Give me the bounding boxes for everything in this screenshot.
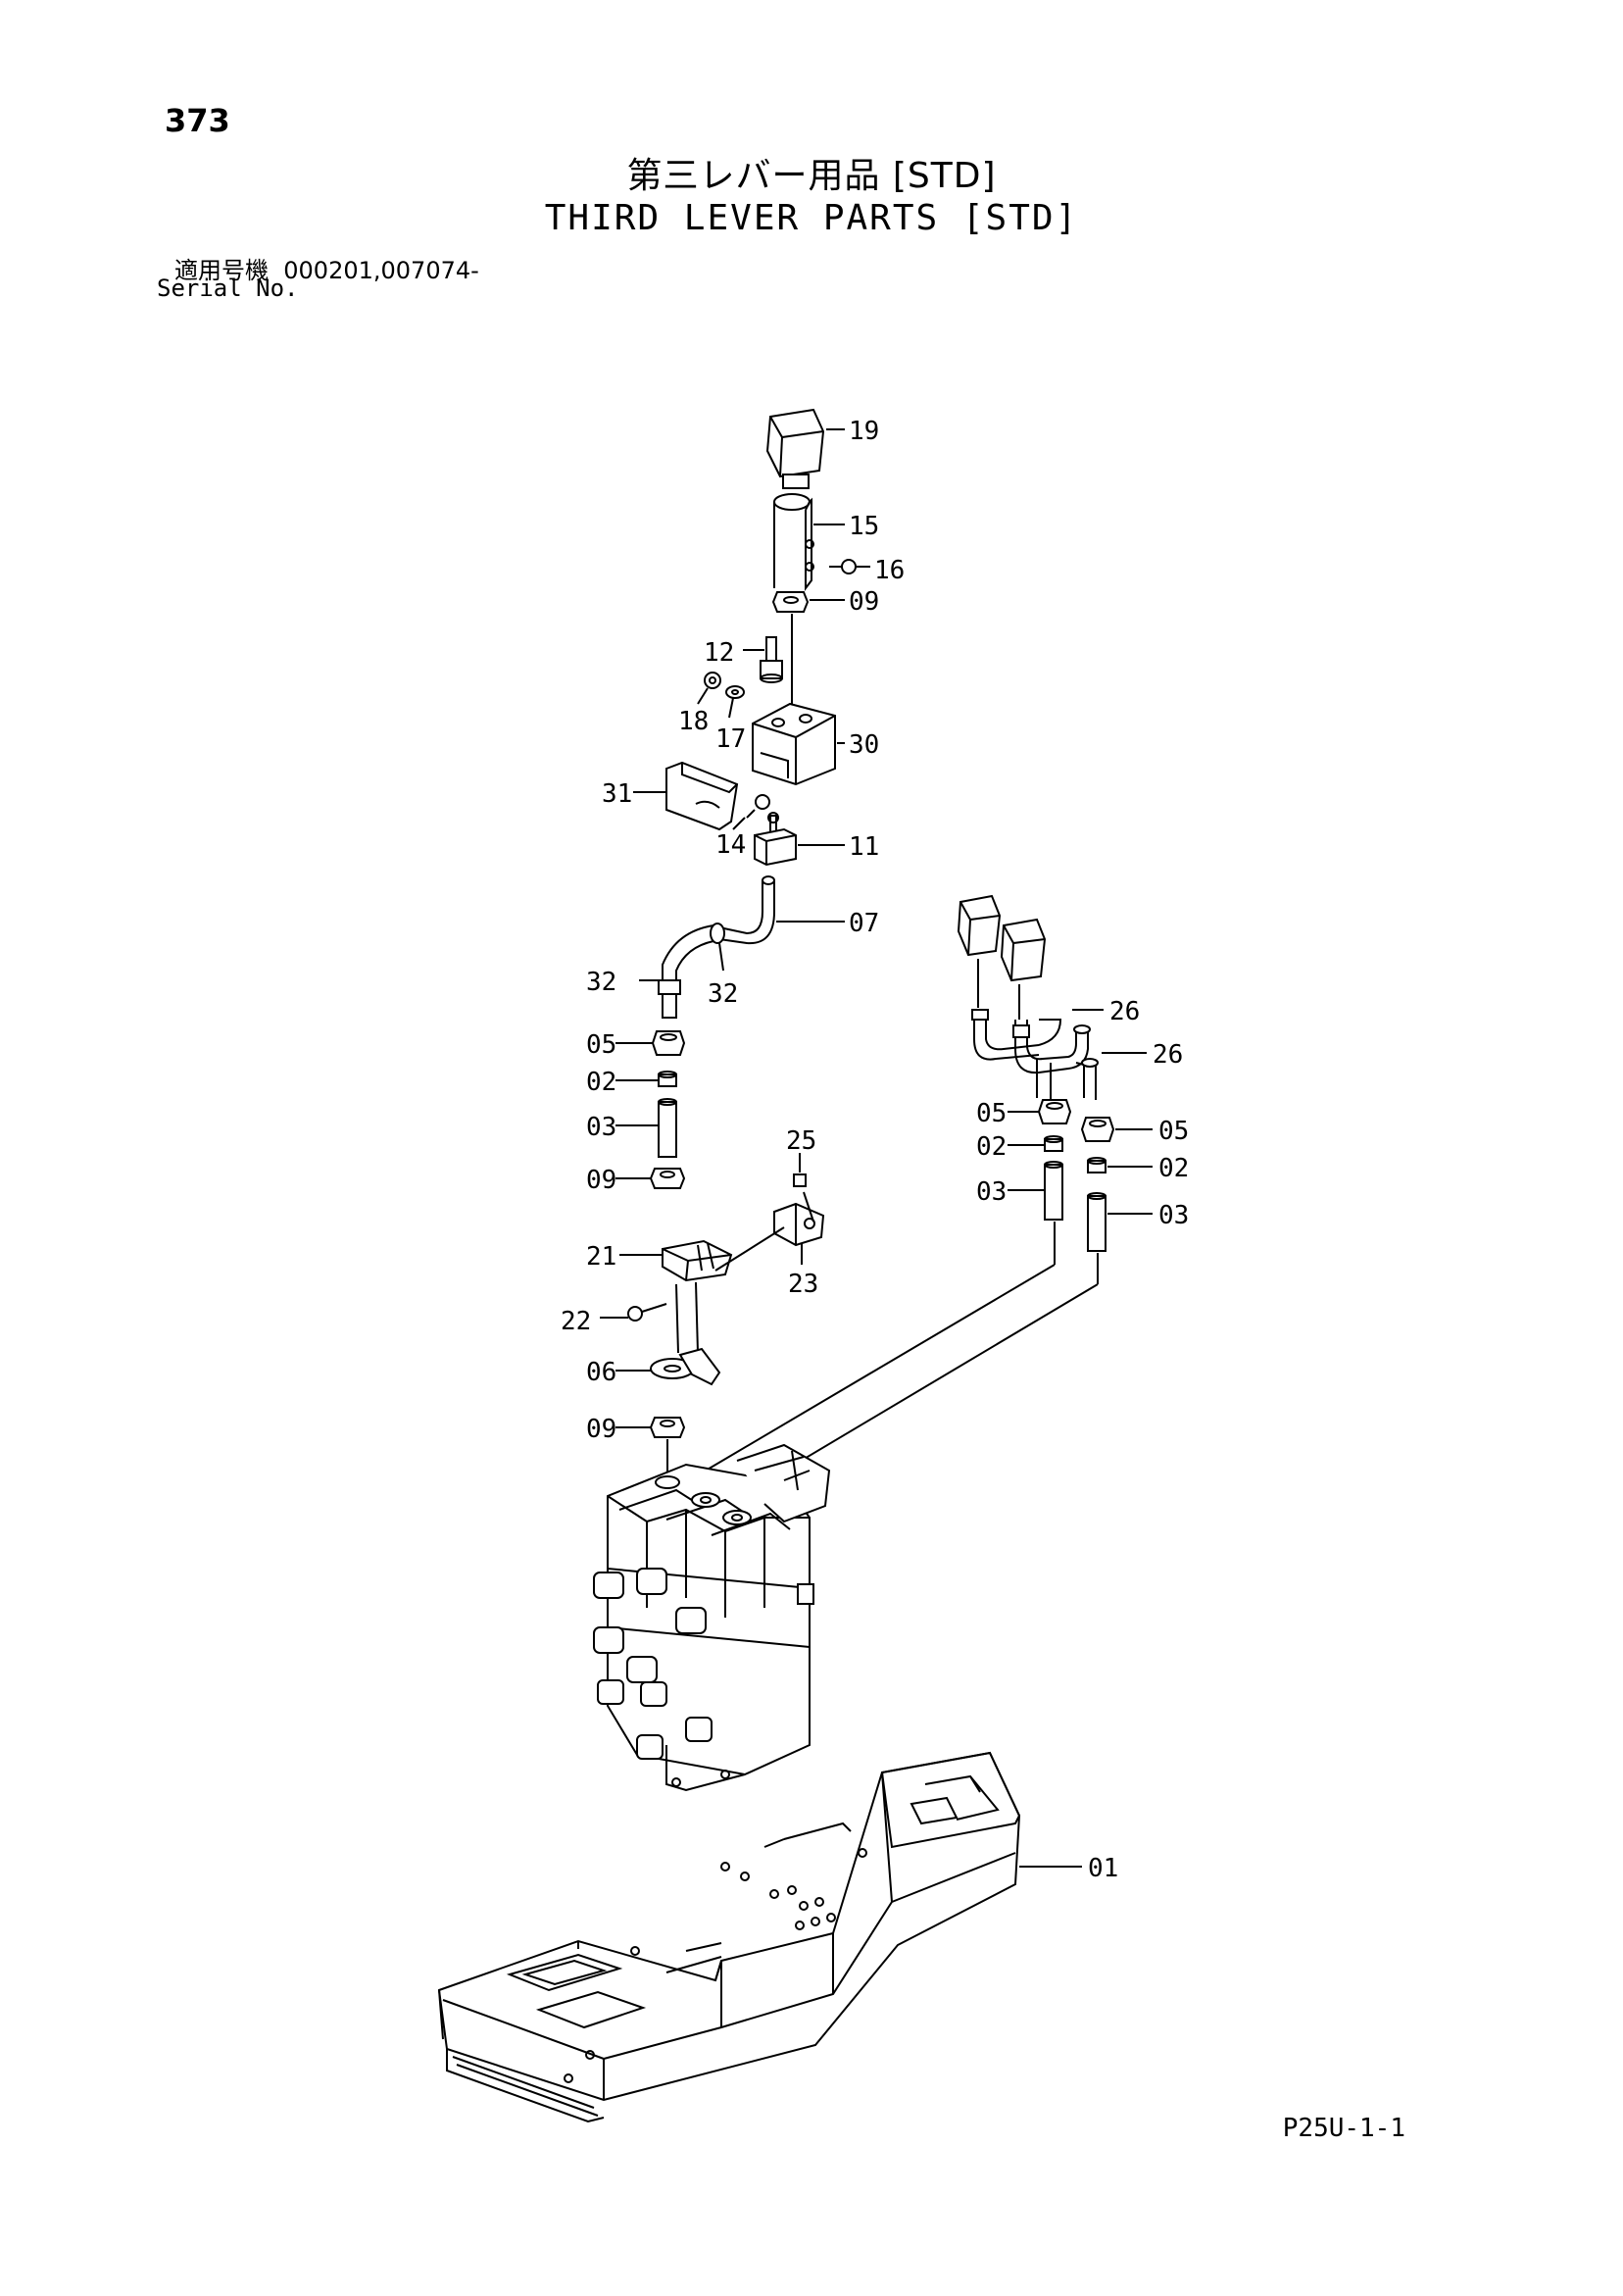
part-05-nut-right-b-drawing bbox=[1080, 1117, 1115, 1142]
part-09-nut-bottom-drawing bbox=[649, 1417, 686, 1438]
serial-values: 000201,007074- bbox=[283, 257, 479, 284]
part-30-block-drawing bbox=[752, 702, 836, 786]
callout-16: 16 bbox=[874, 556, 905, 585]
part-06-plate-drawing bbox=[650, 1347, 721, 1386]
callout-02-right-b: 02 bbox=[1158, 1154, 1189, 1183]
page-title-english: THIRD LEVER PARTS [STD] bbox=[544, 198, 1079, 238]
part-05-nut-left-drawing bbox=[651, 1030, 686, 1056]
callout-02-right-a: 02 bbox=[976, 1132, 1007, 1162]
part-23-bracket-drawing bbox=[773, 1191, 825, 1247]
part-09-nut-drawing bbox=[771, 591, 810, 613]
part-05-nut-right-a-drawing bbox=[1037, 1099, 1072, 1124]
callout-26-upper: 26 bbox=[1109, 997, 1140, 1026]
callout-03-left: 03 bbox=[586, 1113, 616, 1142]
part-31-cover-drawing bbox=[665, 761, 739, 831]
callout-32-left: 32 bbox=[586, 968, 616, 997]
callout-23: 23 bbox=[788, 1270, 818, 1299]
part-07-lever-rod-drawing bbox=[658, 875, 775, 1019]
part-11-switch-drawing bbox=[754, 812, 797, 867]
serial-label-japanese: 適用号機 bbox=[174, 257, 269, 284]
callout-03-right-a: 03 bbox=[976, 1177, 1007, 1207]
callout-15: 15 bbox=[849, 512, 879, 541]
callout-11: 11 bbox=[849, 832, 879, 862]
callout-01: 01 bbox=[1088, 1854, 1118, 1883]
part-17-washer-drawing bbox=[725, 685, 745, 699]
part-03-sleeve-right-a-drawing bbox=[1044, 1161, 1063, 1221]
callout-22: 22 bbox=[561, 1307, 591, 1336]
callout-12: 12 bbox=[704, 638, 734, 668]
callout-05-left: 05 bbox=[586, 1030, 616, 1060]
part-12-pin-drawing bbox=[760, 636, 783, 683]
part-02-ring-right-a-drawing bbox=[1044, 1135, 1063, 1152]
callout-02-left: 02 bbox=[586, 1068, 616, 1097]
callout-09-middle: 09 bbox=[586, 1166, 616, 1195]
part-03-sleeve-left-drawing bbox=[658, 1098, 677, 1158]
callout-03-right-b: 03 bbox=[1158, 1201, 1189, 1230]
part-14-screw-drawing bbox=[746, 794, 770, 819]
callout-17: 17 bbox=[715, 724, 746, 754]
callout-30: 30 bbox=[849, 730, 879, 760]
callout-26-lower: 26 bbox=[1153, 1040, 1183, 1070]
part-19-knob-drawing bbox=[765, 408, 825, 489]
callout-09-top: 09 bbox=[849, 587, 879, 617]
callout-05-right-b: 05 bbox=[1158, 1117, 1189, 1146]
page-title-japanese: 第三レバー用品 [STD] bbox=[626, 156, 997, 196]
serial-line-japanese: 適用号機 000201,007074- bbox=[174, 251, 479, 285]
part-18-nut-drawing bbox=[704, 672, 721, 689]
part-03-sleeve-right-b-drawing bbox=[1087, 1192, 1107, 1252]
drawing-code: P25U-1-1 bbox=[1282, 2114, 1405, 2143]
part-09-nut-mid-drawing bbox=[649, 1168, 686, 1189]
serial-label-english: Serial No. bbox=[157, 275, 299, 302]
part-01-console-drawing bbox=[437, 1751, 1021, 2123]
callout-07: 07 bbox=[849, 909, 879, 938]
callout-32-right: 32 bbox=[708, 979, 738, 1009]
part-02-ring-right-b-drawing bbox=[1087, 1157, 1107, 1173]
right-knob-pair-drawing bbox=[957, 894, 1099, 1100]
callout-05-right-a: 05 bbox=[976, 1099, 1007, 1128]
part-16-screw-drawing bbox=[829, 559, 857, 574]
callout-06: 06 bbox=[586, 1358, 616, 1387]
callout-14: 14 bbox=[715, 830, 746, 860]
part-15-bracket-drawing bbox=[773, 493, 814, 591]
control-valve-drawing bbox=[593, 1443, 831, 1792]
callout-31: 31 bbox=[602, 779, 632, 809]
callout-25: 25 bbox=[786, 1126, 816, 1156]
page-number: 373 bbox=[165, 102, 230, 139]
callout-21: 21 bbox=[586, 1242, 616, 1272]
part-02-ring-left-drawing bbox=[658, 1071, 677, 1087]
callout-19: 19 bbox=[849, 417, 879, 446]
part-25-bolt-drawing bbox=[793, 1173, 807, 1187]
part-22-bolt-drawing bbox=[627, 1303, 667, 1322]
callout-18: 18 bbox=[678, 707, 709, 736]
part-21-lever-piece-drawing bbox=[662, 1239, 733, 1282]
callout-09-bottom: 09 bbox=[586, 1415, 616, 1444]
